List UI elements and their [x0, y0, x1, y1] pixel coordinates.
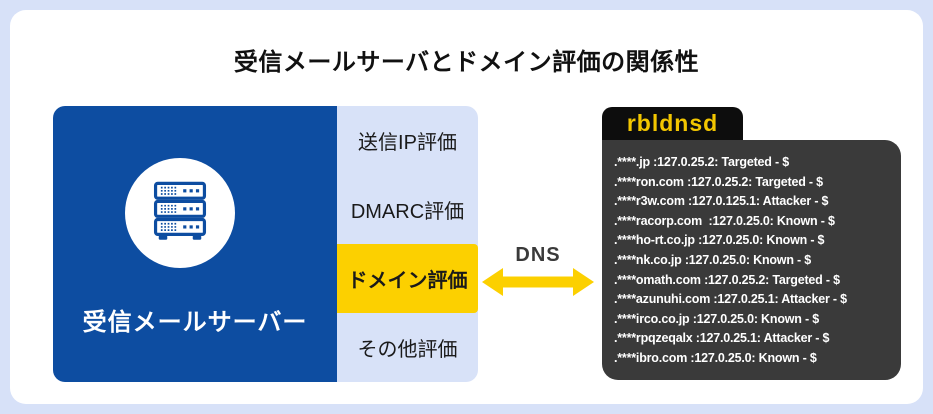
eval-row-sending-ip: 送信IP評価: [337, 106, 478, 175]
dns-label: DNS: [515, 244, 561, 266]
rbl-record-line: .****irco.co.jp :127.0.25.0: Known - $: [614, 311, 819, 326]
rbl-record-line: .****ho-rt.co.jp :127.0.25.0: Known - $: [614, 233, 825, 248]
eval-label: その他評価: [357, 339, 458, 361]
mail-server-box: 受信メールサーバー: [53, 106, 337, 382]
rbl-record-line: .****nk.co.jp :127.0.25.0: Known - $: [614, 252, 812, 267]
eval-label: ドメイン評価: [347, 270, 468, 292]
page-title: 受信メールサーバとドメイン評価の関係性: [233, 49, 700, 76]
rbl-record-line: .****ron.com :127.0.25.2: Targeted - $: [614, 174, 823, 189]
eval-row-domain-highlighted: ドメイン評価: [337, 244, 478, 313]
mail-server-icon-circle: [125, 158, 235, 268]
rbl-record-line: .****azunuhi.com :127.0.25.1: Attacker -…: [614, 292, 847, 307]
rbl-record-line: .****omath.com :127.0.25.2: Targeted - $: [614, 272, 840, 287]
rbl-record-line: .****racorp.com :127.0.25.0: Known - $: [614, 213, 835, 228]
rbl-record-line: .****ibro.com :127.0.25.0: Known - $: [614, 350, 817, 365]
eval-label: DMARC評価: [350, 201, 465, 223]
eval-label: 送信IP評価: [358, 132, 457, 154]
rbldnsd-tab-label: rbldnsd: [626, 110, 719, 136]
mail-server-label: 受信メールサーバー: [82, 309, 308, 336]
rbl-record-line: .****r3w.com :127.0.125.1: Attacker - $: [614, 194, 829, 209]
eval-row-other: その他評価: [337, 313, 478, 382]
eval-row-dmarc: DMARC評価: [337, 175, 478, 244]
double-arrow-icon: [482, 268, 594, 296]
rbldnsd-tab: rbldnsd: [602, 107, 743, 140]
evaluation-column: 送信IP評価 DMARC評価 ドメイン評価 その他評価: [337, 106, 478, 382]
rbl-record-line: .****rpqzeqalx :127.0.25.1: Attacker - $: [614, 331, 830, 346]
rbl-record-line: .****.jp :127.0.25.2: Targeted - $: [614, 155, 789, 169]
server-rack-icon: [146, 177, 214, 250]
dns-connection: DNS: [482, 244, 594, 296]
diagram-card: 受信メールサーバとドメイン評価の関係性: [10, 10, 923, 404]
rbldnsd-record-panel: .****.jp :127.0.25.2: Targeted - $ .****…: [602, 140, 901, 380]
